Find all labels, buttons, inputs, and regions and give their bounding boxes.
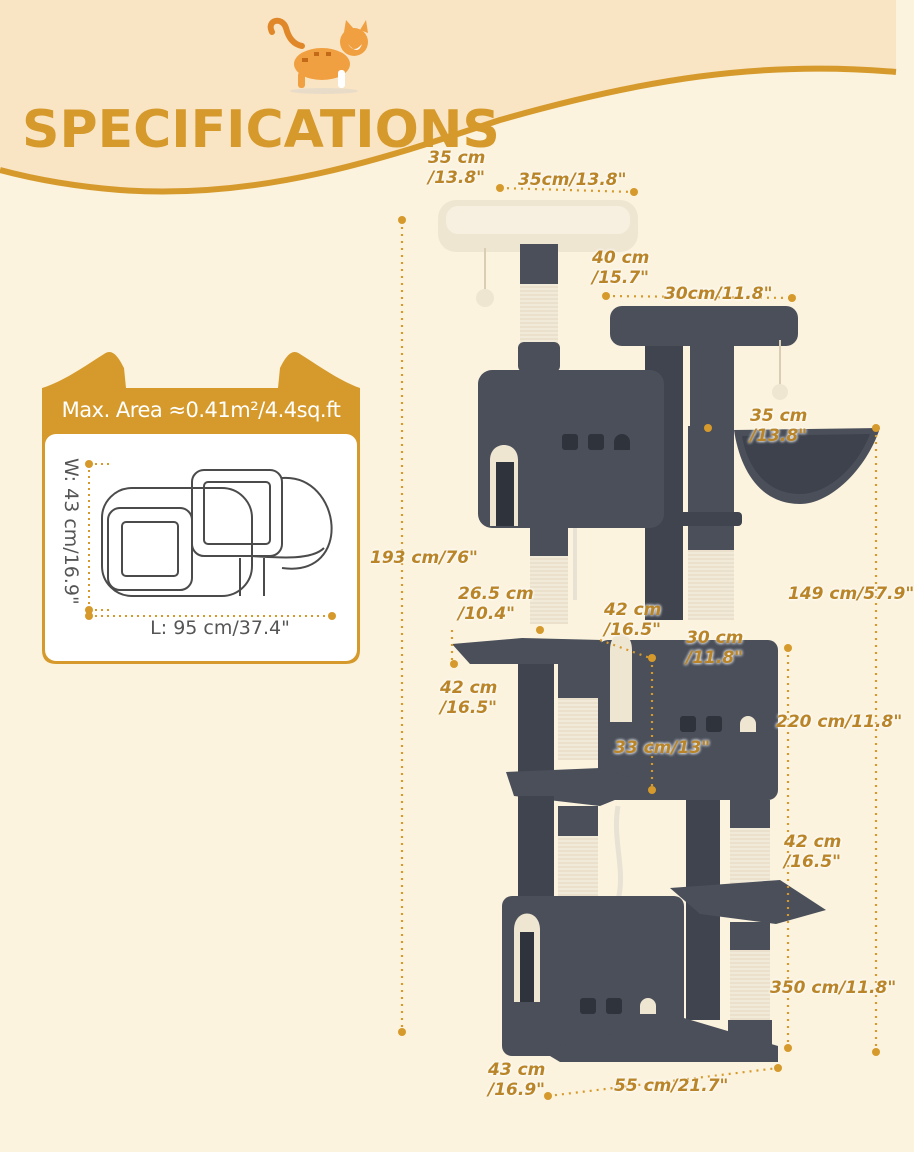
area-card-title: Max. Area ≈0.41m²/4.4sq.ft <box>61 398 341 422</box>
dim-hammock: 35 cm /13.8" <box>750 406 808 446</box>
dim-mid-condo-depth: 30 cm /11.8" <box>686 628 744 668</box>
area-card-width-label: W: 43 cm/16.9" <box>60 458 82 605</box>
dim-mid-condo-height: 33 cm/13" <box>614 738 711 758</box>
dim-left-shelf-depth: 42 cm /16.5" <box>440 678 498 718</box>
dim-base-depth: 43 cm /16.9" <box>488 1060 546 1100</box>
page-title: SPECIFICATIONS <box>22 100 500 160</box>
dim-base-width: 55 cm/21.7" <box>614 1076 729 1096</box>
dim-left-shelf-width: 26.5 cm /10.4" <box>458 584 534 624</box>
dim-lower-section-height: 350 cm/11.8" <box>770 978 897 998</box>
cat-illustration <box>267 17 368 94</box>
dim-right-height: 149 cm/57.9" <box>788 584 914 604</box>
dim-top-perch-depth: 35 cm /13.8" <box>428 148 486 188</box>
area-card <box>42 351 360 664</box>
dim-top-perch-width: 35cm/13.8" <box>518 170 627 190</box>
dim-total-height: 193 cm/76" <box>370 548 478 568</box>
dim-platform-width: 30cm/11.8" <box>664 284 773 304</box>
dim-mid-section-height: 220 cm/11.8" <box>776 712 903 732</box>
dim-top-to-platform: 40 cm /15.7" <box>592 248 650 288</box>
dim-mid-condo-width: 42 cm /16.5" <box>604 600 662 640</box>
dim-lower-right-gap: 42 cm /16.5" <box>784 832 842 872</box>
header-wave-band <box>0 0 897 195</box>
area-card-length-label: L: 95 cm/37.4" <box>150 617 290 639</box>
